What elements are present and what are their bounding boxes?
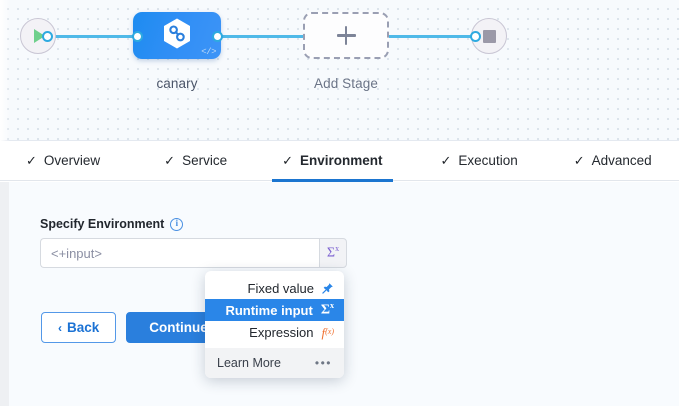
tab-label: Service [182, 153, 228, 168]
dropdown-item-runtime-input[interactable]: Runtime input Σx [205, 299, 344, 321]
sigma-icon: Σx [320, 301, 334, 318]
dropdown-item-label: Fixed value [247, 280, 314, 296]
connector-wire-start-to-canary [46, 35, 142, 38]
infinity-hexagon-icon [162, 17, 192, 54]
pipeline-end-node[interactable] [471, 18, 507, 54]
tab-label: Overview [43, 153, 101, 168]
learn-more-label: Learn More [217, 356, 281, 370]
dropdown-footer-learn-more[interactable]: Learn More ••• [205, 348, 344, 378]
check-icon: ✓ [440, 153, 452, 168]
play-icon [34, 29, 45, 43]
back-button-label: Back [67, 320, 100, 335]
back-button[interactable]: ‹ Back [41, 312, 117, 343]
add-stage-label: Add Stage [314, 76, 378, 91]
check-icon: ✓ [26, 153, 37, 168]
tab-service[interactable]: ✓ Service [164, 141, 227, 181]
port-canary-output[interactable] [212, 31, 223, 42]
sigma-icon: Σx [326, 244, 340, 261]
tab-label: Advanced [591, 153, 652, 168]
port-canary-input[interactable] [132, 31, 143, 42]
stage-code-badge: </> [201, 47, 216, 57]
form-actions: ‹ Back Continue [41, 312, 231, 343]
pin-icon [322, 282, 334, 294]
stage-tabs: ✓ Overview ✓ Service ✓ Environment ✓ Exe… [0, 141, 679, 182]
tab-execution[interactable]: ✓ Execution [441, 141, 518, 181]
stop-square-icon [482, 29, 496, 43]
plus-icon [336, 26, 356, 45]
chevron-left-icon: ‹ [58, 320, 62, 335]
add-stage-node[interactable] [303, 12, 389, 59]
pipeline-canvas[interactable]: </> canary Add Stage [0, 0, 679, 141]
fx-icon: f(x) [321, 324, 334, 340]
runtime-input-toggle-button[interactable]: Σx [319, 238, 347, 268]
port-end-input[interactable] [470, 31, 481, 42]
check-icon: ✓ [164, 153, 176, 168]
tab-overview[interactable]: ✓ Overview [26, 141, 100, 181]
dropdown-item-fixed-value[interactable]: Fixed value [205, 277, 344, 299]
tab-environment[interactable]: ✓ Environment [272, 141, 393, 182]
specify-environment-label: Specify Environment i [40, 217, 184, 231]
connector-wire-addstage-to-end [388, 35, 480, 38]
input-type-dropdown[interactable]: Fixed value Runtime input Σx Expression … [205, 271, 344, 378]
stage-node-label: canary [156, 76, 198, 91]
connector-wire-canary-to-addstage [220, 35, 312, 38]
info-icon[interactable]: i [170, 217, 184, 231]
continue-button-label: Continue [149, 320, 208, 335]
check-icon: ✓ [573, 153, 585, 168]
environment-input-row: <+input> Σx [40, 238, 347, 268]
dropdown-item-label: Runtime input [225, 302, 313, 318]
check-icon: ✓ [282, 153, 293, 168]
form-left-strip [0, 182, 9, 406]
ellipsis-icon[interactable]: ••• [314, 356, 332, 370]
tab-label: Execution [458, 153, 518, 168]
dropdown-item-expression[interactable]: Expression f(x) [205, 321, 344, 343]
environment-input[interactable]: <+input> [40, 238, 319, 268]
tab-advanced[interactable]: ✓ Advanced [574, 141, 652, 181]
tab-label: Environment [300, 153, 383, 168]
port-start-output[interactable] [42, 31, 53, 42]
field-label-text: Specify Environment [40, 217, 165, 231]
stage-node-canary[interactable]: </> [133, 12, 221, 59]
canvas-edge-fade [0, 0, 10, 141]
dropdown-item-label: Expression [249, 324, 314, 340]
